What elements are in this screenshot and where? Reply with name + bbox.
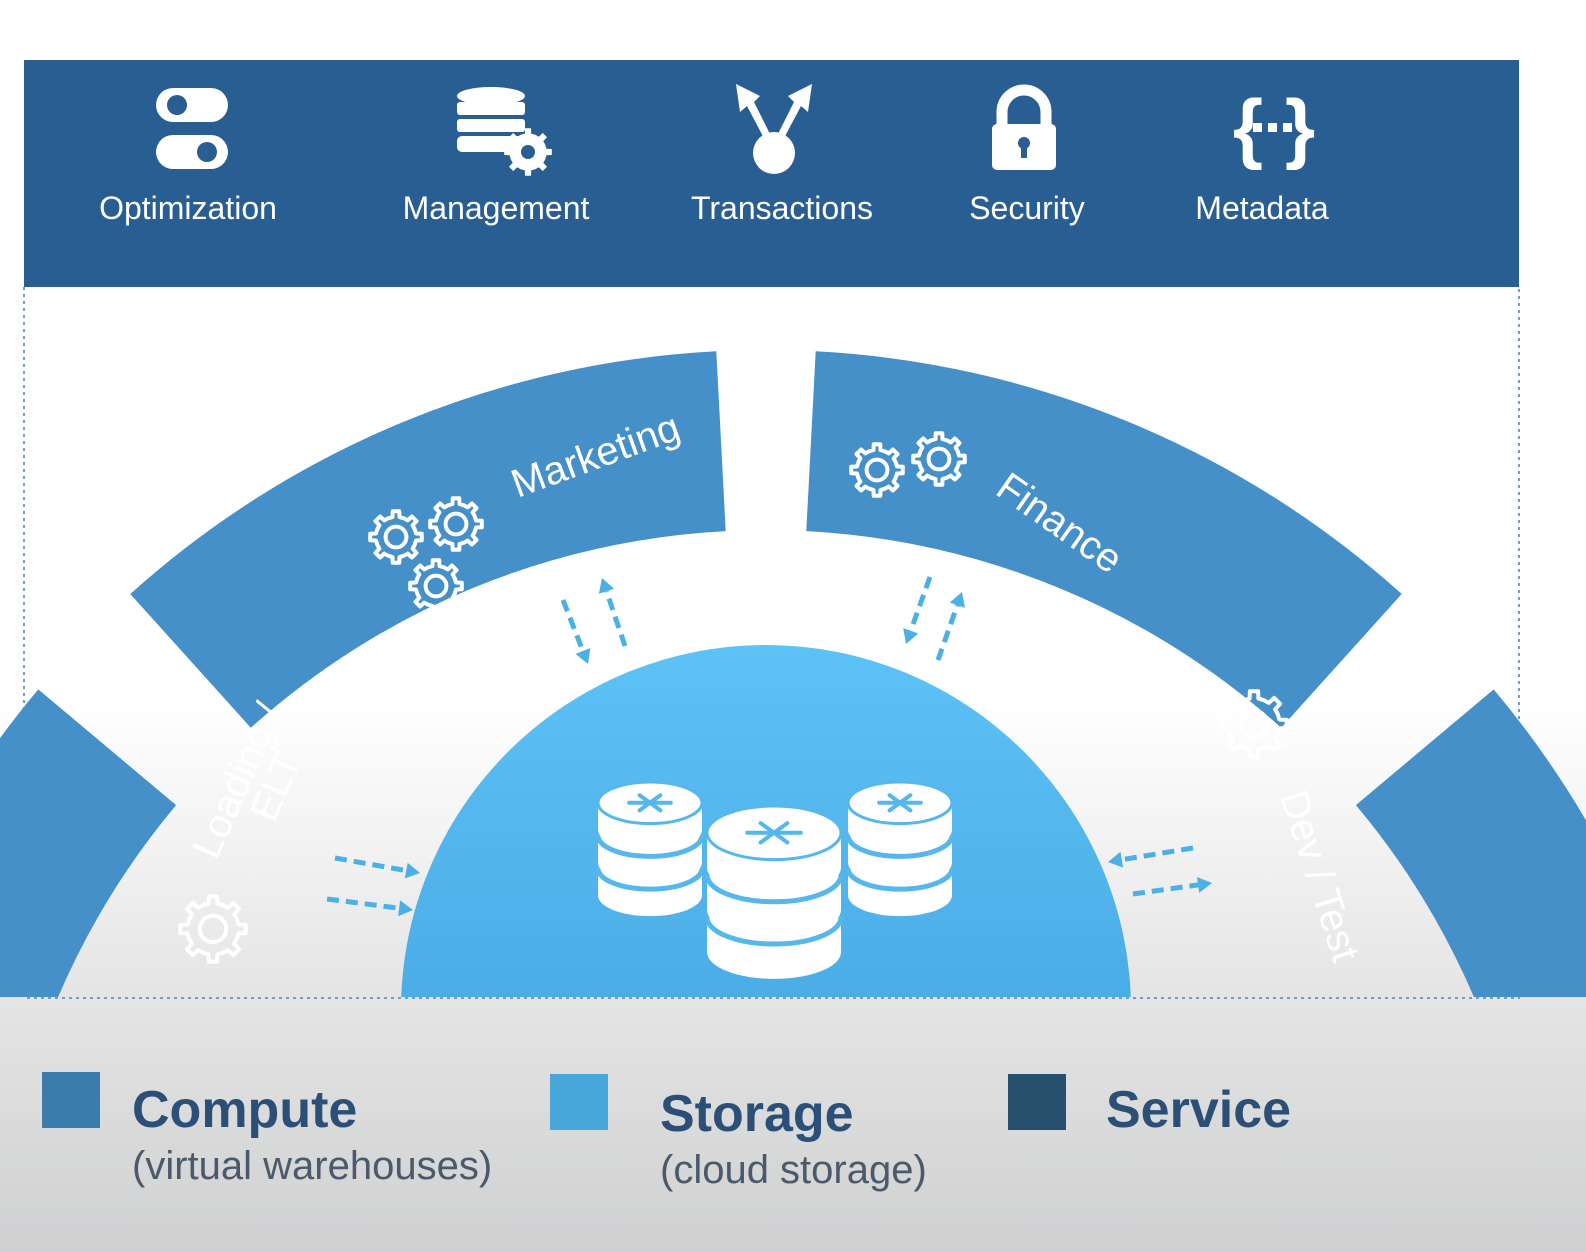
legend-swatch-service (1008, 1074, 1066, 1130)
service-label-metadata: Metadata (1195, 190, 1329, 226)
padlock-icon (992, 84, 1056, 170)
gear-icon (368, 509, 424, 565)
legend-swatch-compute (42, 1072, 100, 1128)
legend-title-compute: Compute (132, 1081, 358, 1139)
service-label-management: Management (403, 190, 590, 226)
gear-icon (911, 431, 967, 487)
arrow-right-icon (326, 896, 413, 917)
split-arrows-icon (736, 84, 812, 174)
architecture-diagram: { } Optimization Management Transactions… (0, 60, 1586, 999)
compute-segment-loading (0, 689, 177, 997)
braces-ellipsis-icon: { } (1233, 83, 1315, 171)
compute-segment-marketing (130, 351, 726, 728)
snowflake-database-icon (845, 780, 955, 917)
legend: Compute (virtual warehouses) Storage (cl… (0, 1072, 1586, 1252)
gear-icon (849, 442, 905, 498)
service-label-security: Security (969, 190, 1085, 226)
legend-subtitle-storage: (cloud storage) (660, 1148, 927, 1192)
snowflake-database-icon (595, 780, 705, 917)
legend-swatch-storage (550, 1074, 608, 1130)
toggle-switches-icon (156, 88, 228, 169)
legend-subtitle-compute: (virtual warehouses) (132, 1144, 493, 1188)
gear-icon (408, 558, 464, 614)
gear-icon (428, 496, 484, 552)
arrow-right-icon (334, 855, 420, 879)
gear-icon (178, 894, 248, 964)
database-gear-icon (457, 87, 552, 176)
service-label-transactions: Transactions (691, 190, 873, 226)
gear-icon (1219, 689, 1289, 759)
service-label-optimization: Optimization (99, 190, 277, 226)
arrow-down-icon (903, 576, 933, 644)
segment-label-devtest: Dev / Test (1271, 785, 1368, 967)
legend-title-service: Service (1106, 1081, 1292, 1139)
arrow-up-icon (935, 592, 965, 661)
arrow-up-icon (598, 578, 628, 647)
arrow-down-icon (560, 599, 591, 664)
compute-segment-devtest (1355, 689, 1586, 997)
arrow-left-icon (1108, 845, 1194, 868)
legend-title-storage: Storage (660, 1085, 854, 1143)
snowflake-database-icon (704, 804, 844, 979)
diagram-frame (23, 287, 1520, 999)
arrow-right-icon (1132, 877, 1212, 897)
